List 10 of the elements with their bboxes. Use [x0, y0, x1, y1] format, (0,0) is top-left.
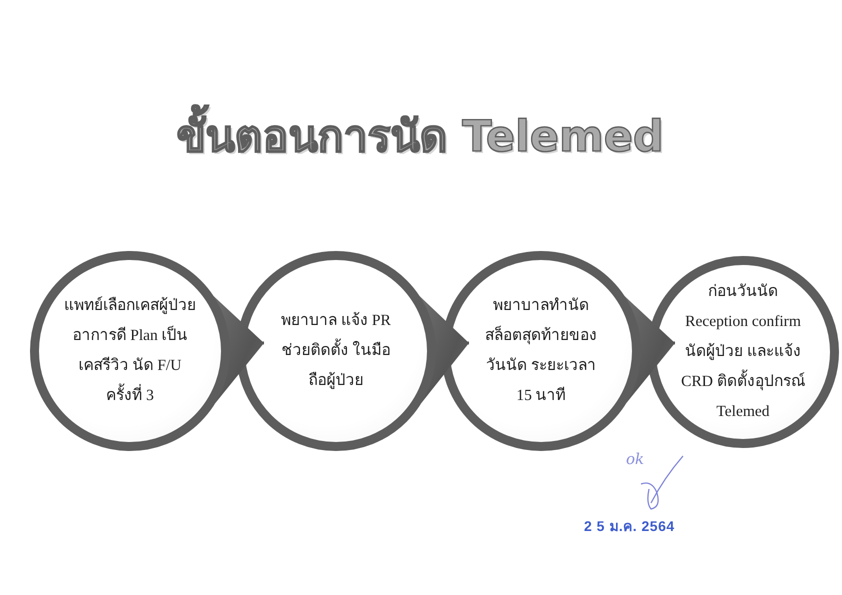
step-text: แพทย์เลือกเคสผู้ป่วยอาการดี Plan เป็นเคสรีวิว นัด F/U ครั้งที่ 3	[64, 295, 196, 406]
step-text: พยาบาลทำนัดสล็อตสุดท้ายของวันนัด ระยะเวลา 15 นาที	[484, 296, 598, 406]
step-text: ก่อนวันนัด Reception confirm นัดผู้ป่วย และแจ้ง CRD ติดตั้งอุปกรณ์ Telemed	[680, 282, 806, 422]
step-text: พยาบาล แจ้ง PR ช่วยติดตั้ง ในมือถือผู้ป่วย	[280, 311, 392, 391]
date-text: 2 5 ม.ค. 2564	[584, 517, 675, 536]
arrow	[624, 296, 675, 403]
handwritten-note: ok	[626, 450, 644, 468]
title: ขั้นตอนการนัด Telemed	[120, 106, 720, 168]
arrow	[214, 296, 264, 403]
arrow	[420, 296, 469, 403]
